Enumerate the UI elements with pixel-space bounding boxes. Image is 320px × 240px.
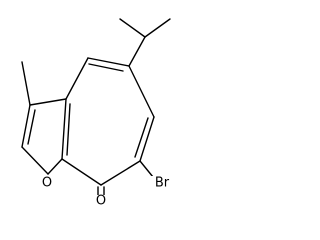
molecule-diagram: O O Br <box>21 18 172 209</box>
label-bg-ring-oxygen <box>40 175 54 191</box>
bond-furan-c3a-c3 <box>29 98 67 106</box>
bond-ring-c4-c5 <box>87 57 130 67</box>
bond-ring-c8-c8a <box>61 158 102 186</box>
label-bg-carbonyl-oxygen <box>94 195 108 209</box>
label-bg-bromine <box>150 176 172 192</box>
bond-furan-o1-c8a <box>47 158 63 175</box>
bond-ring-c4-c5-double <box>88 63 124 72</box>
bromine-label: Br <box>155 176 170 191</box>
bond-ring-c3a-c4 <box>65 57 89 100</box>
bond-furan-c3-c2-double <box>27 109 36 145</box>
bond-furan-c2-o1 <box>21 146 49 175</box>
bond-ring-c8a-c3a <box>61 98 67 160</box>
structure-canvas: O O Br <box>21 18 172 209</box>
bond-ring-c6-c7 <box>139 116 155 162</box>
bond-furan-c8a-c3a-inner <box>66 103 71 156</box>
bond-methyl <box>21 61 31 106</box>
bond-ring-c6-c7-double <box>134 117 149 158</box>
bond-ring-c5-c6 <box>128 65 155 118</box>
bond-furan-c3-c2 <box>21 104 31 148</box>
bond-ring-c7-c8 <box>100 160 141 186</box>
bond-isopropyl-ring <box>128 36 146 67</box>
carbonyl-oxygen-label: O <box>96 194 106 209</box>
bond-isopropyl-methyl-left <box>119 18 146 38</box>
bond-c-br <box>139 160 154 178</box>
bond-isopropyl-methyl-right <box>144 18 171 38</box>
ring-oxygen-label: O <box>42 176 52 191</box>
